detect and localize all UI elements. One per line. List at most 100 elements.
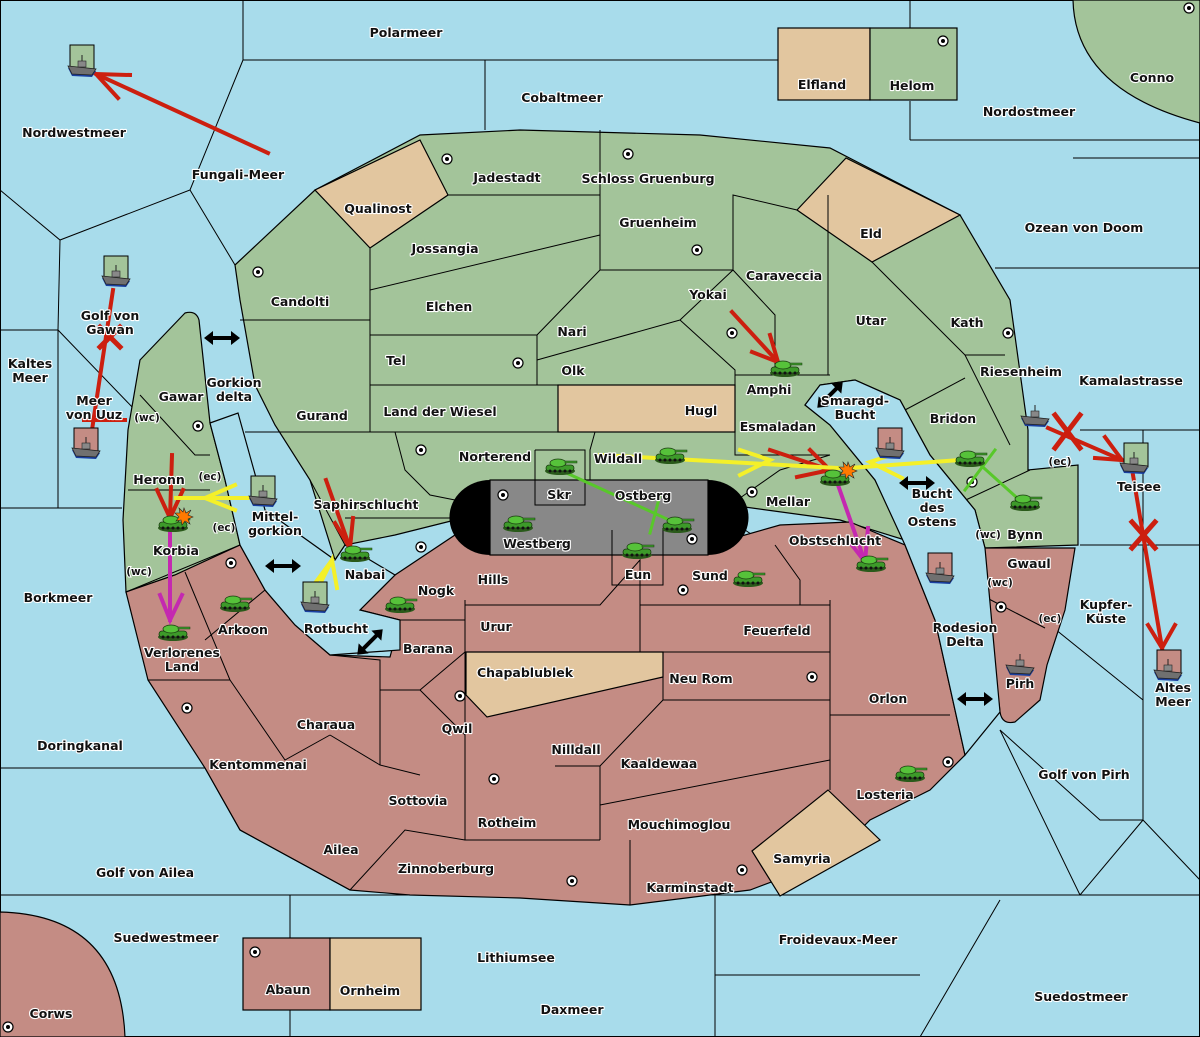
land-ornheim[interactable]	[329, 937, 422, 1011]
province-label-gurand[interactable]: Gurand	[295, 407, 349, 424]
sea-label-polarmeer[interactable]: Polarmeer	[369, 24, 445, 41]
province-label-urur[interactable]: Urur	[479, 618, 513, 635]
province-label-elchen[interactable]: Elchen	[425, 298, 474, 315]
province-label-norterend[interactable]: Norterend	[458, 448, 532, 465]
province-label-pirh[interactable]: Pirh	[1005, 675, 1036, 692]
province-label-mouchimoglou[interactable]: Mouchimoglou	[626, 816, 731, 833]
province-label-helom[interactable]: Helom	[888, 77, 935, 94]
land-conno[interactable]	[1072, 0, 1200, 124]
province-label-samyria[interactable]: Samyria	[772, 850, 832, 867]
province-label-amphi[interactable]: Amphi	[745, 381, 792, 398]
sea-label-rotbucht[interactable]: Rotbucht	[303, 620, 370, 637]
province-label-westberg[interactable]: Westberg	[502, 535, 572, 552]
province-label-sund[interactable]: Sund	[691, 567, 729, 584]
province-label-bridon[interactable]: Bridon	[929, 410, 978, 427]
sea-label-doringkanal[interactable]: Doringkanal	[36, 737, 124, 754]
province-label-eun[interactable]: Eun	[624, 566, 653, 583]
province-label-ailea[interactable]: Ailea	[322, 841, 359, 858]
province-label-karminstadt[interactable]: Karminstadt	[645, 879, 734, 896]
province-label-gwaul[interactable]: Gwaul	[1006, 555, 1052, 572]
province-label-land-der-wiesel[interactable]: Land der Wiesel	[382, 403, 497, 420]
province-label-ornheim[interactable]: Ornheim	[339, 982, 402, 999]
sea-label-lithiumsee[interactable]: Lithiumsee	[476, 949, 556, 966]
province-label-obstschlucht[interactable]: Obstschlucht	[788, 532, 882, 549]
province-label-nilldall[interactable]: Nilldall	[550, 741, 601, 758]
province-label-kaaldewaa[interactable]: Kaaldewaa	[620, 755, 699, 772]
province-label-saphirschlucht[interactable]: Saphirschlucht	[312, 496, 419, 513]
province-label-ostberg[interactable]: Ostberg	[614, 487, 673, 504]
province-label-barana[interactable]: Barana	[402, 640, 454, 657]
province-label-jadestadt[interactable]: Jadestadt	[471, 169, 542, 186]
sea-label-nordwestmeer[interactable]: Nordwestmeer	[21, 124, 128, 141]
province-label-olk[interactable]: Olk	[560, 362, 586, 379]
province-label-orlon[interactable]: Orlon	[868, 690, 909, 707]
sea-label-cobaltmeer[interactable]: Cobaltmeer	[520, 89, 605, 106]
province-label-neu-rom[interactable]: Neu Rom	[668, 670, 734, 687]
sea-label-borkmeer[interactable]: Borkmeer	[23, 589, 95, 606]
province-label-jossangia[interactable]: Jossangia	[409, 240, 479, 257]
province-label-esmaladan[interactable]: Esmaladan	[739, 418, 818, 435]
land-elfland[interactable]	[777, 27, 871, 101]
sea-label-mittelgorkion[interactable]: Mittel-gorkion	[247, 508, 303, 539]
province-label-nari[interactable]: Nari	[556, 323, 588, 340]
province-label-charaua[interactable]: Charaua	[296, 716, 357, 733]
sea-label-daxmeer[interactable]: Daxmeer	[539, 1001, 605, 1018]
province-label-eld[interactable]: Eld	[859, 225, 883, 242]
province-label-bynn[interactable]: Bynn	[1006, 526, 1044, 543]
province-label-gawar[interactable]: Gawar	[157, 388, 205, 405]
sea-label-ozean-von-doom[interactable]: Ozean von Doom	[1024, 219, 1145, 236]
province-label-abaun[interactable]: Abaun	[264, 981, 311, 998]
sea-label-froidevaux-meer[interactable]: Froidevaux-Meer	[778, 931, 900, 948]
sea-label-smaragd-bucht[interactable]: Smaragd-Bucht	[820, 392, 890, 423]
province-label-corws[interactable]: Corws	[28, 1005, 73, 1022]
sea-label-golf-von-ailea[interactable]: Golf von Ailea	[95, 864, 195, 881]
province-label-riesenheim[interactable]: Riesenheim	[979, 363, 1063, 380]
province-label-chapablublek[interactable]: Chapablublek	[476, 664, 575, 681]
province-label-nogk[interactable]: Nogk	[417, 582, 456, 599]
province-label-gruenheim[interactable]: Gruenheim	[618, 214, 698, 231]
sea-label-nordostmeer[interactable]: Nordostmeer	[982, 103, 1077, 120]
province-label-qualinost[interactable]: Qualinost	[343, 200, 413, 217]
sea-label-suedwestmeer[interactable]: Suedwestmeer	[112, 929, 220, 946]
province-label-kath[interactable]: Kath	[949, 314, 984, 331]
province-label-hills[interactable]: Hills	[477, 571, 510, 588]
province-label-feuerfeld[interactable]: Feuerfeld	[742, 622, 811, 639]
sea-label-kamalastrasse[interactable]: Kamalastrasse	[1078, 372, 1184, 389]
province-label-heronn[interactable]: Heronn	[132, 471, 186, 488]
land-corws[interactable]	[0, 911, 126, 1037]
province-label-wildall[interactable]: Wildall	[593, 450, 644, 467]
sea-label-golf-von-pirh[interactable]: Golf von Pirh	[1037, 766, 1131, 783]
province-label-rotheim[interactable]: Rotheim	[476, 814, 537, 831]
province-label-skr[interactable]: Skr	[546, 486, 573, 503]
province-label-sottovia[interactable]: Sottovia	[387, 792, 448, 809]
province-label-kentommenai[interactable]: Kentommenai	[208, 756, 308, 773]
sea-label-suedostmeer[interactable]: Suedostmeer	[1033, 988, 1130, 1005]
province-label-elfland[interactable]: Elfland	[797, 76, 848, 93]
province-label-nabai[interactable]: Nabai	[344, 566, 387, 583]
sea-label-fungali-meer[interactable]: Fungali-Meer	[191, 166, 286, 183]
province-label-losteria[interactable]: Losteria	[855, 786, 915, 803]
province-label-schloss-gruenburg[interactable]: Schloss Gruenburg	[580, 170, 715, 187]
province-label-caraveccia[interactable]: Caraveccia	[745, 267, 824, 284]
province-label-korbia[interactable]: Korbia	[152, 542, 200, 559]
sea-label-teisee[interactable]: Teisee	[1116, 478, 1162, 495]
sea-label-kupfer-kueste[interactable]: Kupfer-Küste	[1079, 596, 1134, 627]
province-label-conno[interactable]: Conno	[1129, 69, 1176, 86]
province-label-zinnoberburg[interactable]: Zinnoberburg	[397, 860, 495, 877]
province-label-tel[interactable]: Tel	[385, 352, 407, 369]
province-label-qwil[interactable]: Qwil	[441, 720, 474, 737]
province-label-hugl[interactable]: Hugl	[684, 402, 719, 419]
province-label-yokai[interactable]: Yokai	[687, 286, 728, 303]
province-label-arkoon[interactable]: Arkoon	[217, 621, 269, 638]
province-label-mellar[interactable]: Mellar	[765, 493, 812, 510]
province-label-candolti[interactable]: Candolti	[270, 293, 331, 310]
province-label-utar[interactable]: Utar	[855, 312, 889, 329]
